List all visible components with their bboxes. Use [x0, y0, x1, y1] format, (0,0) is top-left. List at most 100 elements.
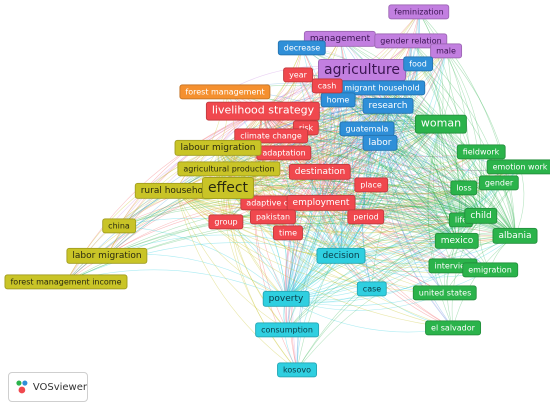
node-effect[interactable]: effect [201, 176, 255, 200]
link-rural-household-poverty [175, 190, 287, 300]
node-labor[interactable]: labor [362, 134, 398, 152]
link-poverty-loss [285, 187, 465, 300]
node-climate-change[interactable]: climate change [234, 128, 308, 144]
link-albania-food [417, 63, 516, 237]
link-child-china [118, 187, 482, 227]
node-poverty[interactable]: poverty [262, 290, 310, 308]
link-poverty-agriculture [285, 69, 363, 300]
link-labor-el-salvador [379, 142, 454, 329]
link-decision-year [297, 74, 344, 257]
link-mexico-poverty [285, 240, 458, 300]
node-year[interactable]: year [283, 67, 313, 83]
node-emotion-work[interactable]: emotion work [486, 159, 550, 175]
node-case[interactable]: case [356, 281, 388, 297]
link-woman-child [440, 123, 482, 217]
node-forest-management-income[interactable]: forest management income [4, 274, 128, 290]
link-livelihood-strategy-fieldwork [262, 110, 482, 157]
link-destination-consumption [284, 171, 321, 331]
link-poverty-china [118, 225, 287, 300]
link-poverty-fieldwork [285, 151, 482, 300]
link-employment-home [320, 99, 342, 204]
node-decision[interactable]: decision [316, 247, 366, 265]
link-rural-household-interview [175, 190, 454, 268]
node-forest-management[interactable]: forest management [179, 84, 271, 100]
node-feminization[interactable]: feminization [388, 4, 450, 20]
node-china[interactable]: china [102, 218, 136, 234]
link-poverty-woman [285, 123, 442, 300]
node-male[interactable]: male [430, 43, 462, 59]
link-poverty-feminization [285, 11, 420, 300]
link-albania-consumption [286, 235, 516, 331]
link-destination-case [319, 171, 373, 290]
link-decision-decrease [301, 47, 346, 257]
link-mexico-risk [305, 127, 458, 242]
node-woman[interactable]: woman [414, 114, 468, 134]
node-adaptation[interactable]: adaptation [256, 145, 312, 161]
node-united-states[interactable]: united states [412, 285, 478, 301]
link-research-employment [320, 105, 389, 204]
link-labour-migration-place [217, 147, 372, 187]
link-poverty-rural-household [175, 190, 287, 300]
link-woman-el-salvador [427, 123, 454, 329]
node-place[interactable]: place [354, 177, 388, 193]
link-mexico-el-salvador [446, 240, 458, 329]
link-decision-risk [305, 127, 342, 257]
node-gender-relation[interactable]: gender relation [374, 33, 448, 49]
link-poverty-gender [285, 182, 500, 300]
node-loss[interactable]: loss [450, 180, 478, 196]
node-period[interactable]: period [347, 209, 385, 225]
link-rural-household-mexico [175, 190, 458, 248]
node-livelihood-strategy[interactable]: livelihood strategy [205, 101, 321, 121]
node-time[interactable]: time [272, 225, 304, 241]
link-decision-labour-migration [217, 147, 342, 257]
vosviewer-logo: VOSviewer [8, 372, 88, 402]
node-pakistan[interactable]: pakistan [249, 209, 297, 225]
node-cash[interactable]: cash [311, 78, 343, 94]
link-labor-mexico [379, 142, 458, 242]
link-child-risk [305, 127, 482, 217]
node-labour-migration[interactable]: labour migration [174, 139, 262, 157]
link-woman-mexico [436, 123, 458, 242]
link-employment-el-salvador [320, 202, 454, 329]
link-rural-household-consumption [175, 190, 288, 331]
node-gender[interactable]: gender [478, 175, 520, 191]
node-kosovo[interactable]: kosovo [277, 362, 317, 378]
node-emigration[interactable]: emigration [462, 262, 518, 278]
link-effect-consumption [227, 187, 288, 331]
link-employment-kosovo [291, 202, 322, 371]
vosviewer-logo-text: VOSviewer [32, 381, 87, 393]
node-food[interactable]: food [403, 56, 433, 72]
node-consumption[interactable]: consumption [255, 322, 319, 338]
node-agricultural-production[interactable]: agricultural production [177, 161, 281, 177]
link-albania-cash [326, 85, 516, 237]
link-albania-research [387, 105, 516, 237]
node-group[interactable]: group [208, 214, 244, 230]
node-home[interactable]: home [320, 92, 356, 108]
link-decision-male [340, 50, 447, 257]
link-woman-feminization [418, 11, 444, 125]
node-destination[interactable]: destination [288, 163, 352, 181]
link-albania-time [287, 213, 516, 237]
link-destination-decrease [301, 47, 325, 173]
node-child[interactable]: child [464, 207, 498, 225]
link-mexico-effect [227, 185, 458, 242]
node-albania[interactable]: albania [492, 227, 538, 245]
node-labor-migration[interactable]: labor migration [66, 247, 148, 265]
link-poverty-employment [285, 202, 322, 300]
node-el-salvador[interactable]: el salvador [425, 320, 481, 336]
node-employment[interactable]: employment [286, 194, 356, 212]
link-albania-poverty [285, 234, 516, 300]
link-effect-male [227, 50, 447, 189]
link-labor-poverty [285, 142, 381, 300]
link-woman-emigration [440, 123, 491, 271]
node-research[interactable]: research [362, 97, 414, 115]
link-employment-albania [320, 202, 516, 242]
link-poverty-emigration [285, 269, 491, 306]
node-agriculture[interactable]: agriculture [318, 58, 406, 82]
link-labor-interview [379, 142, 454, 267]
node-decrease[interactable]: decrease [277, 40, 327, 56]
node-mexico[interactable]: mexico [434, 232, 480, 250]
link-poverty-destination [285, 171, 321, 300]
node-fieldwork[interactable]: fieldwork [456, 144, 506, 160]
